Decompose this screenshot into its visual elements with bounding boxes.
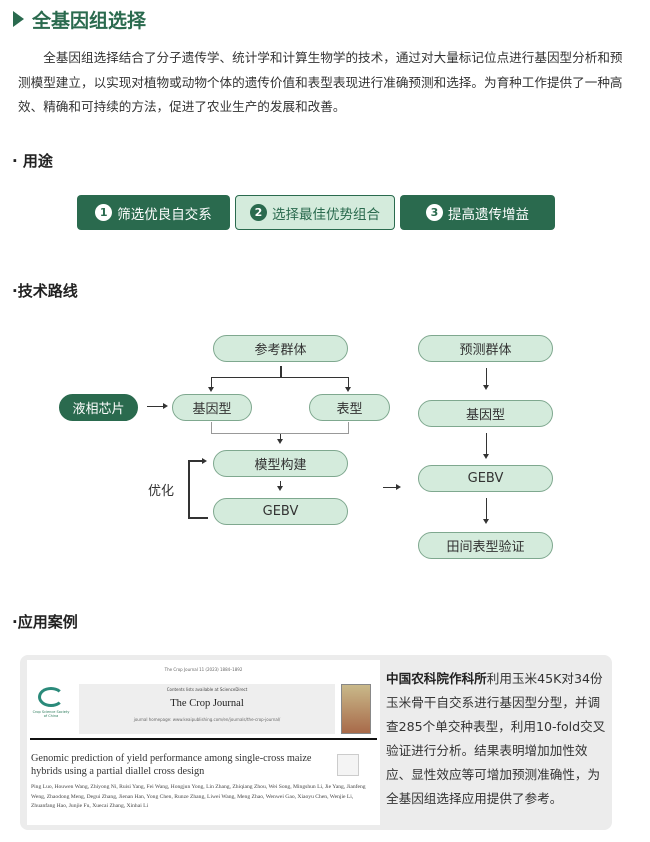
node-gebv-left: GEBV xyxy=(213,498,348,525)
journal-name: The Crop Journal xyxy=(170,698,244,709)
paper-title: Genomic prediction of yield performance … xyxy=(31,753,312,777)
step-number: 2 xyxy=(250,204,267,221)
node-chip: 液相芯片 xyxy=(59,394,138,421)
route-heading: ·技术路线 xyxy=(12,282,78,300)
paper-image: The Crop Journal 11 (2023) 1884–1892 Cro… xyxy=(27,660,380,825)
society-name: Crop Science Society of China xyxy=(32,710,70,718)
step-number: 3 xyxy=(426,204,443,221)
intro-paragraph: 全基因组选择结合了分子遗传学、统计学和计算生物学的技术，通过对大量标记位点进行基… xyxy=(18,50,623,114)
case-description: 中国农科院作科所利用玉米45K对34份玉米骨干自交系进行基因型分型，并调查285… xyxy=(386,667,611,811)
node-pred-pop: 预测群体 xyxy=(418,335,553,362)
page-title: 全基因组选择 xyxy=(32,10,147,32)
node-model: 模型构建 xyxy=(213,450,348,477)
node-gebv-right: GEBV xyxy=(418,465,553,492)
journal-banner: Contents lists available at ScienceDirec… xyxy=(79,684,335,734)
case-desc: 利用玉米45K对34份玉米骨干自交系进行基因型分型，并调查285个单交种表型，利… xyxy=(386,671,606,806)
paper-contents: Contents lists available at ScienceDirec… xyxy=(166,687,248,692)
step-label: 选择最佳优势组合 xyxy=(272,206,380,223)
cases-heading: ·应用案例 xyxy=(12,613,78,631)
journal-homepage: journal homepage: www.keaipublishing.com… xyxy=(133,717,281,722)
title-triangle-icon xyxy=(13,11,24,27)
society-logo: Crop Science Society of China xyxy=(31,687,71,729)
step-label: 提高遗传增益 xyxy=(448,206,529,223)
node-ref-pop: 参考群体 xyxy=(213,335,348,362)
case-org: 中国农科院作科所 xyxy=(386,671,487,686)
divider xyxy=(30,738,377,740)
paper-header: The Crop Journal 11 (2023) 1884–1892 xyxy=(164,667,243,672)
journal-cover-image xyxy=(341,684,371,734)
step-3: 3 提高遗传增益 xyxy=(400,195,555,230)
optimize-label: 优化 xyxy=(148,484,175,499)
step-number: 1 xyxy=(95,204,113,221)
uses-heading: · 用途 xyxy=(12,152,53,170)
node-genotype-left: 基因型 xyxy=(172,394,252,421)
node-field: 田间表型验证 xyxy=(418,532,553,559)
check-for-updates-icon xyxy=(337,754,359,776)
node-phenotype: 表型 xyxy=(309,394,390,421)
paper-authors: Ping Luo, Houwen Wang, Zhiyong Ni, Ruisi… xyxy=(31,784,366,809)
node-genotype-right: 基因型 xyxy=(418,400,553,427)
step-label: 筛选优良自交系 xyxy=(117,206,212,223)
step-2: 2 选择最佳优势组合 xyxy=(235,195,395,230)
